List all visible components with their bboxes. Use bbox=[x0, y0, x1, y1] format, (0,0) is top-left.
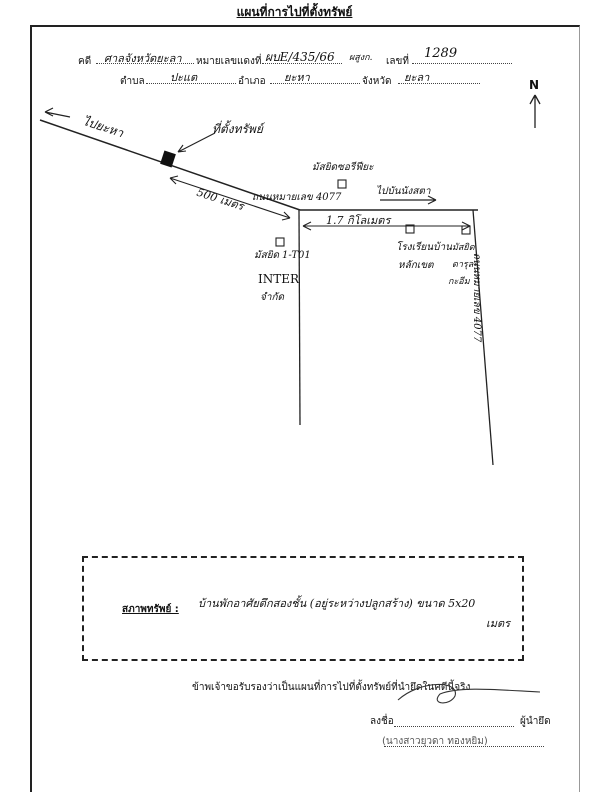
number-label: เลขที่ bbox=[386, 56, 409, 67]
black-no-value: ผบE/435/66 bbox=[265, 50, 335, 64]
map-label-school-1: โรงเรียนบ้าน bbox=[396, 242, 452, 253]
map-label-mosque-3-2: ดารุล bbox=[452, 260, 474, 270]
province-line bbox=[398, 70, 480, 84]
black-no-label: หมายเลขแดงที่ bbox=[196, 56, 262, 67]
distance-arrow-1-7km bbox=[302, 221, 471, 231]
arrow-to-bannang-sata bbox=[380, 195, 437, 205]
page-title: แผนที่การไปที่ตั้งทรัพย์ bbox=[236, 5, 353, 19]
map-label-shop-sub: จำกัด bbox=[260, 292, 285, 303]
map-label-shop: INTER bbox=[258, 272, 300, 286]
map-label-to-bannang-sata: ไปบันนังสตา bbox=[376, 186, 431, 197]
school-marker bbox=[405, 224, 415, 234]
property-unit: เมตร bbox=[486, 617, 511, 630]
north-label: N bbox=[529, 78, 540, 92]
district-label: อำเภอ bbox=[238, 76, 266, 87]
office-value: ผสูงก. bbox=[349, 53, 373, 63]
certification-statement: ข้าพเจ้าขอรับรองว่าเป็นแผนที่การไปที่ตั้… bbox=[192, 682, 471, 693]
property-description: บ้านพักอาศัยตึกสองชั้น (อยู่ระหว่างปลูกส… bbox=[198, 597, 476, 610]
mosque-3-marker bbox=[461, 225, 471, 235]
arrow-to-property bbox=[177, 132, 216, 153]
mosque-1-marker bbox=[337, 179, 347, 189]
black-no-line bbox=[262, 50, 342, 64]
map-label-mosque-1: มัสยิดซอรีฟียะ bbox=[312, 162, 374, 173]
subdistrict-line bbox=[146, 70, 236, 84]
number-value: 1289 bbox=[424, 46, 458, 61]
signer-name: (นางสาวยุวดา ทองหยิม) bbox=[382, 736, 488, 747]
map-label-property: ที่ตั้งทรัพย์ bbox=[212, 122, 263, 136]
page-frame bbox=[30, 25, 580, 792]
north-arrow-icon bbox=[529, 94, 541, 128]
highway-branch-south bbox=[472, 209, 494, 466]
district-line bbox=[270, 70, 360, 84]
name-line bbox=[384, 732, 544, 747]
role-label: ผู้นำยึด bbox=[520, 716, 551, 727]
subdistrict-value: ปะแต bbox=[170, 71, 198, 84]
province-value: ยะลา bbox=[404, 71, 430, 84]
case-value: ศาลจังหวัดยะลา bbox=[104, 52, 182, 65]
district-value: ยะหา bbox=[284, 71, 310, 84]
map-label-school-2: หลักเขต bbox=[398, 260, 434, 271]
map-label-km-marker: 1-T01 bbox=[282, 250, 311, 261]
map-label-mosque-3-1: มัสยิด bbox=[452, 243, 475, 253]
subdistrict-label: ตำบล bbox=[120, 76, 145, 87]
number-line bbox=[412, 50, 512, 64]
case-line bbox=[96, 50, 194, 64]
property-marker-icon bbox=[160, 150, 176, 168]
map-label-distance-1-7: 1.7 กิโลเมตร bbox=[326, 214, 391, 227]
map-label-mosque-3-3: กะอีม bbox=[448, 277, 470, 287]
map-label-highway-1: ถนนหมายเลข 4077 bbox=[252, 192, 342, 203]
sign-label: ลงชื่อ bbox=[370, 716, 394, 727]
signature-line bbox=[394, 712, 514, 727]
distance-arrow-500m bbox=[169, 175, 291, 221]
map-label-mosque-2: มัสยิด bbox=[254, 250, 280, 261]
property-label: สภาพทรัพย์ : bbox=[122, 604, 179, 615]
province-label: จังหวัด bbox=[362, 76, 392, 87]
side-road-vertical bbox=[298, 209, 301, 426]
mosque-2-marker bbox=[275, 237, 285, 247]
case-label: คดี bbox=[78, 56, 92, 67]
arrow-to-yaha bbox=[44, 107, 71, 118]
property-box bbox=[82, 556, 524, 661]
